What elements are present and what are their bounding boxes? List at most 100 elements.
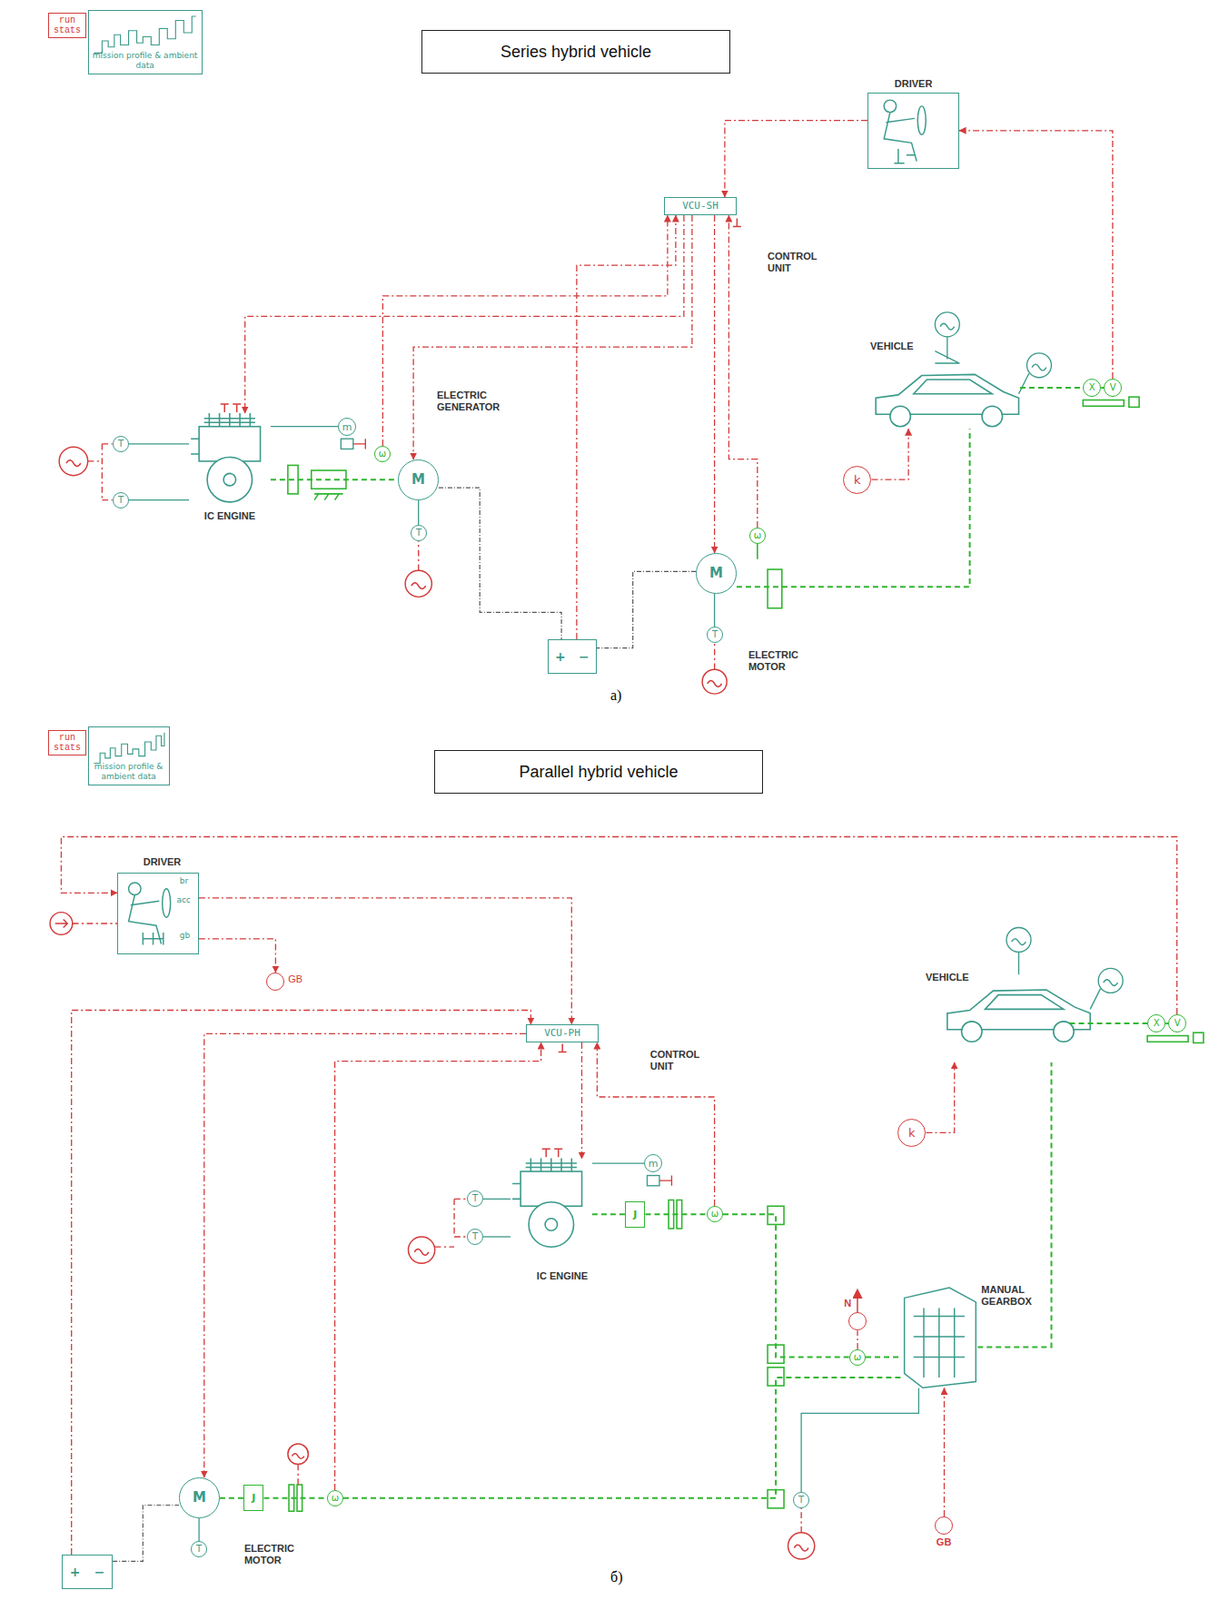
mechanical-link: [270, 478, 398, 481]
signal-line: [60, 837, 1177, 1016]
mechanical-link: [343, 1377, 902, 1499]
ambient-source: [287, 1444, 308, 1465]
heading-label: ELECTRIC GENERATOR: [435, 389, 517, 414]
generator-symbol: MELECTRIC GENERATOR: [397, 459, 439, 501]
heading-label: IC ENGINE: [535, 1270, 590, 1283]
engine: [528, 1202, 574, 1248]
node-text: VCU-SH: [682, 199, 719, 212]
vehicle-block: VEHICLE: [941, 989, 1070, 1063]
speed-sensor: ω: [849, 1349, 866, 1367]
signal-line: [382, 215, 668, 447]
node-text: ω: [711, 1209, 719, 1220]
ambient-source: [788, 1533, 815, 1560]
node-text: run stats: [53, 15, 81, 36]
ambient-source: [793, 1545, 809, 1552]
engine: [512, 1158, 582, 1248]
car: [1053, 1021, 1074, 1042]
signal-line: [856, 1330, 858, 1350]
mission-chart: [93, 16, 196, 764]
node-text: +: [555, 649, 566, 665]
driver-figure: [128, 895, 162, 945]
node-text: Parallel hybrid vehicle: [518, 763, 678, 782]
temperature-sensor: T: [410, 525, 427, 542]
heading-label: GB: [286, 973, 305, 986]
mechanical-part: [756, 544, 759, 560]
motor-symbol: MELECTRIC MOTOR: [178, 1477, 220, 1519]
battery-symbol: +−: [61, 1555, 113, 1590]
ambient-source: [49, 912, 73, 936]
ambient-source: [408, 1237, 436, 1264]
engine: [223, 473, 236, 486]
mechanical-link: [977, 1062, 1051, 1348]
node-text: −: [578, 649, 590, 665]
mechanical-link: [592, 1213, 625, 1216]
sensor-link: [270, 426, 338, 427]
speed-sensor: ω: [706, 1206, 724, 1223]
sensor-link: [713, 594, 715, 627]
mission-profile-box: mission profile & ambient data: [88, 726, 170, 786]
driver-figure: [883, 99, 896, 112]
sensor-link: [198, 1518, 199, 1542]
mission-chart: [93, 16, 196, 53]
electric-wire: [438, 487, 562, 640]
unit-caption: CONTROL UNIT: [650, 1049, 716, 1073]
node-text: ω: [853, 1353, 862, 1363]
driver-figure: [128, 882, 141, 895]
ambient-source: [411, 583, 427, 590]
signal-wire: [72, 923, 802, 1534]
parameter-circle: k: [897, 1119, 926, 1148]
position-sensor: X: [1082, 378, 1101, 397]
port-name: br: [179, 876, 189, 886]
vehicle-sensor: [1011, 939, 1027, 975]
mechanical-part: [767, 569, 783, 609]
engine: [190, 413, 256, 455]
heading-label: VEHICLE: [868, 340, 916, 353]
vehicle-sensor: [1006, 927, 1031, 952]
ambient-source: [59, 446, 88, 476]
signal-line: [71, 1010, 532, 1557]
fuel-meter: m: [337, 417, 357, 437]
gearbox-drawing: [904, 1288, 977, 1388]
mechanical-link: [1020, 386, 1083, 389]
vehicle-sensor: [1090, 980, 1118, 1011]
velocity-sensor: V: [1168, 1014, 1187, 1033]
sensor-link: [128, 443, 189, 445]
mechanical-link: [865, 1357, 902, 1359]
car: [890, 406, 911, 427]
node-text: ω: [331, 1494, 339, 1504]
sensor-link: [483, 1199, 511, 1200]
signal-line: [724, 120, 868, 198]
ambient-source: [707, 681, 723, 688]
driver-figure: [883, 112, 917, 164]
driver-figure: [128, 99, 927, 945]
engine: [520, 1171, 582, 1207]
speed-sensor: ω: [327, 1490, 344, 1507]
heading-label: VEHICLE: [923, 971, 972, 984]
node-text: mission profile & ambient data: [92, 50, 199, 70]
driver-figure: [917, 106, 926, 135]
position-sensor: X: [1147, 1014, 1166, 1033]
node-text: k: [908, 1127, 916, 1140]
node-text: J: [633, 1209, 637, 1221]
mechanical-link: [723, 1214, 850, 1358]
port-name: acc: [176, 895, 190, 905]
node-text: run stats: [53, 733, 81, 754]
signal-line: [576, 215, 676, 640]
vehicle-sensor: [934, 323, 960, 364]
temperature-sensor: T: [112, 492, 129, 509]
car: [913, 379, 993, 395]
signal-line: [335, 1042, 542, 1491]
node-text: T: [416, 528, 422, 538]
heading-label: ELECTRIC MOTOR: [242, 1543, 314, 1567]
temperature-sensor: T: [112, 436, 129, 453]
heading-label: ELECTRIC MOTOR: [746, 649, 818, 674]
heading-label: N: [842, 1298, 853, 1310]
ambient-source: [405, 570, 432, 597]
mechanical-link: [645, 1213, 708, 1216]
title-box: Series hybrid vehicle: [421, 29, 731, 74]
node-text: T: [472, 1232, 478, 1242]
signal-line: [204, 1033, 526, 1478]
sensor-platform: [1082, 396, 1204, 1043]
signal-line: [713, 215, 715, 554]
